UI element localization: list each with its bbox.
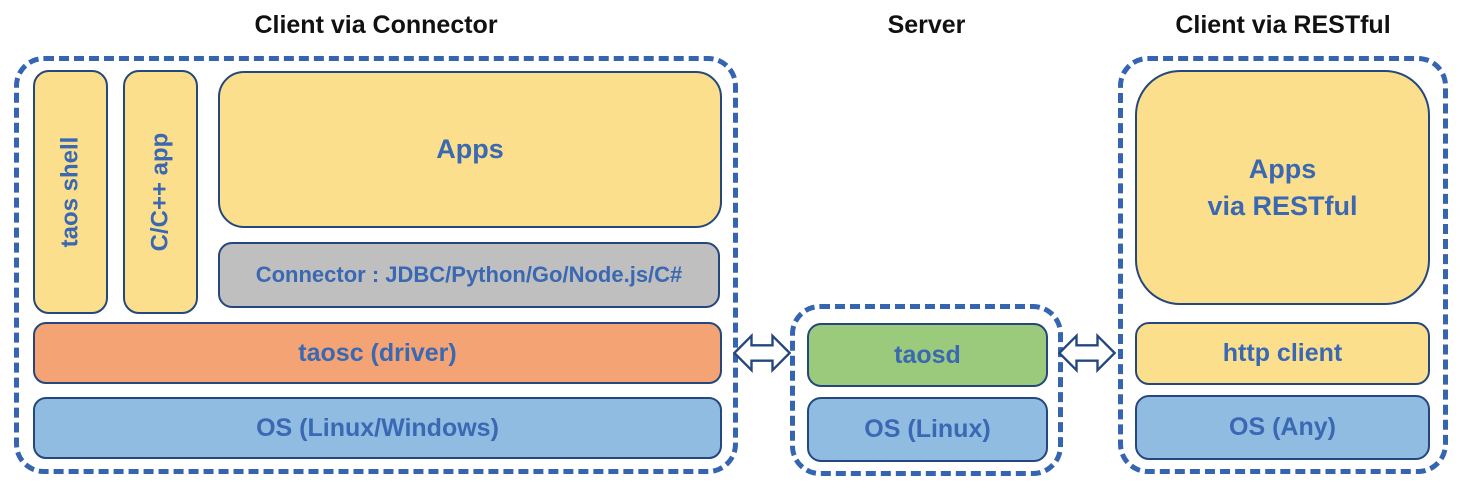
box-os-any: OS (Any) [1135, 395, 1430, 460]
http-client-label: http client [1222, 339, 1343, 367]
box-apps-via-restful: Apps via RESTful [1135, 70, 1430, 305]
box-cpp-app: C/C++ app [123, 70, 198, 314]
box-taos-shell: taos shell [33, 70, 108, 314]
box-http-client: http client [1135, 322, 1430, 385]
box-taosd: taosd [807, 323, 1048, 387]
os-any-label: OS (Any) [1229, 413, 1336, 441]
cpp-app-label: C/C++ app [146, 132, 174, 252]
box-connector: Connector : JDBC/Python/Go/Node.js/C# [218, 242, 720, 308]
section-client-via-restful: Apps via RESTful http client OS (Any) [1118, 56, 1448, 474]
section-server: taosd OS (Linux) [790, 304, 1063, 476]
taosd-label: taosd [894, 340, 961, 369]
title-server: Server [887, 11, 966, 39]
taosc-driver-label: taosc (driver) [298, 338, 457, 367]
section-client-via-connector: taos shell C/C++ app Apps Connector : JD… [14, 56, 738, 474]
box-os-linux: OS (Linux) [807, 397, 1048, 462]
title-client-via-connector: Client via Connector [254, 11, 498, 39]
box-apps: Apps [218, 71, 722, 228]
box-taosc-driver: taosc (driver) [33, 322, 722, 384]
box-os-linux-windows: OS (Linux/Windows) [33, 397, 722, 459]
apps-label: Apps [436, 134, 504, 164]
bidirectional-arrow-icon [733, 332, 791, 374]
title-client-via-restful: Client via RESTful [1175, 11, 1391, 39]
taos-shell-label: taos shell [56, 136, 84, 248]
connector-label: Connector : JDBC/Python/Go/Node.js/C# [255, 262, 683, 287]
apps-via-restful-label-line1: Apps [1248, 154, 1317, 185]
apps-via-restful-label-line2: via RESTful [1207, 190, 1358, 221]
os-linux-windows-label: OS (Linux/Windows) [256, 413, 499, 442]
bidirectional-arrow-icon [1058, 332, 1116, 374]
os-linux-label: OS (Linux) [864, 415, 991, 443]
